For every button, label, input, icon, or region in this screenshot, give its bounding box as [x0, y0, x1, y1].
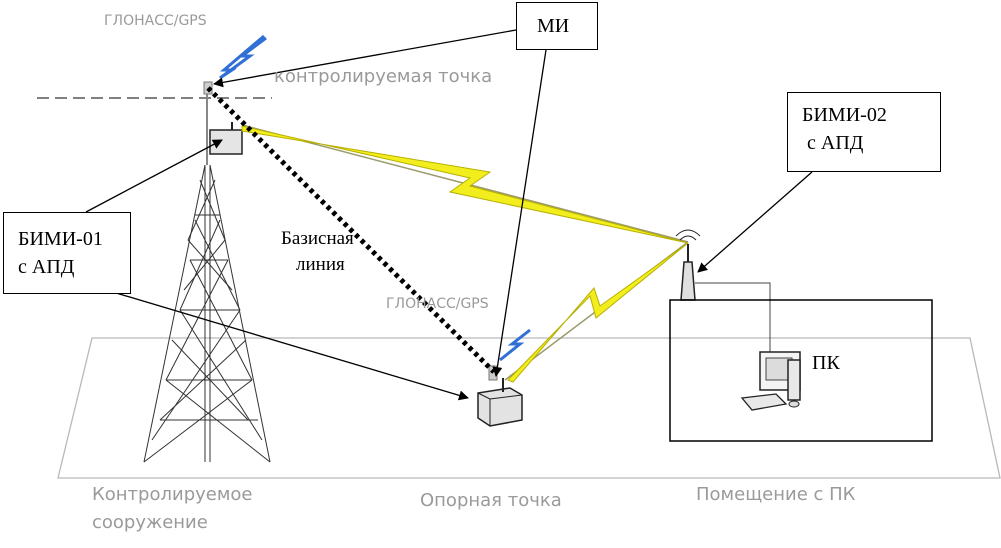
- mi-arrow-to-reference: [492, 49, 547, 377]
- bimi01-callout-line2: с АПД: [18, 256, 75, 278]
- reference-point-label: Опорная точка: [420, 490, 562, 511]
- mi-callout-text: МИ: [537, 15, 570, 37]
- baseline-label-line2: линия: [296, 254, 345, 275]
- lightning-link-icon-top: [241, 125, 689, 244]
- mi-callout-box: МИ: [516, 2, 598, 50]
- bimi01-callout-line1: БИМИ-01: [18, 228, 103, 250]
- structure-label-line2: сооружение: [92, 512, 208, 533]
- lattice-tower-icon: [143, 90, 271, 463]
- computer-icon: [740, 351, 801, 411]
- bimi01-arrow-to-tower: [85, 139, 223, 213]
- bimi02-callout-line1: БИМИ-02: [802, 104, 887, 126]
- gps-signal-icon-top: [219, 34, 267, 80]
- bimi02-arrow: [697, 171, 813, 273]
- gnss-receiver-icon-top: [203, 81, 243, 155]
- glonass-gps-label-top: ГЛОНАСС/GPS: [104, 13, 207, 29]
- antenna-cable: [695, 282, 771, 355]
- gps-signal-icon-reference: [499, 328, 531, 362]
- structure-label-line1: Контролируемое: [92, 484, 253, 505]
- baseline-label-line1: Базисная: [281, 228, 354, 249]
- bimi02-callout-line2: с АПД: [802, 132, 864, 154]
- pc-label: ПК: [812, 352, 840, 374]
- room-label: Помещение с ПК: [696, 484, 856, 505]
- ground-plane: [57, 337, 1001, 479]
- control-point-label: контролируемая точка: [274, 66, 493, 87]
- lightning-link-icon-reference: [507, 242, 689, 383]
- pc-room: [669, 299, 933, 442]
- bimi01-arrow-to-reference: [85, 283, 469, 401]
- bimi01-callout-box: БИМИ-01 с АПД: [3, 212, 131, 294]
- glonass-gps-label-reference: ГЛОНАСС/GPS: [386, 296, 489, 312]
- baseline-dotted-line: [206, 86, 496, 374]
- bimi02-callout-box: БИМИ-02 с АПД: [787, 92, 941, 172]
- mi-arrow-to-top: [213, 29, 517, 88]
